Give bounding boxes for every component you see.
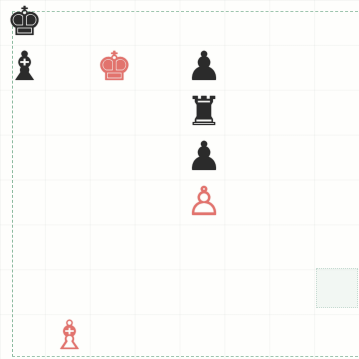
dark-pawn-icon[interactable]: ♟ bbox=[186, 45, 222, 90]
square-e7[interactable]: ♟ bbox=[182, 45, 227, 90]
square-e5[interactable]: ♟ bbox=[182, 135, 227, 180]
square-a7[interactable]: ♝ bbox=[2, 45, 47, 90]
square-e6[interactable]: ♜ bbox=[182, 90, 227, 135]
dark-pawn-icon[interactable]: ♟ bbox=[186, 135, 222, 180]
red-king-icon[interactable]: ♚ bbox=[96, 45, 132, 90]
square-a8[interactable]: ♚ bbox=[2, 0, 47, 45]
red-bishop-icon[interactable]: ♗ bbox=[51, 314, 87, 359]
dark-bishop-icon[interactable]: ♝ bbox=[7, 45, 43, 90]
red-pawn-icon[interactable]: ♙ bbox=[186, 180, 222, 225]
board-smudge bbox=[316, 268, 358, 308]
dark-king-icon[interactable]: ♚ bbox=[7, 0, 43, 45]
square-e4[interactable]: ♙ bbox=[182, 180, 227, 225]
dark-rook-icon[interactable]: ♜ bbox=[186, 90, 222, 135]
square-b1[interactable]: ♗ bbox=[47, 314, 92, 359]
square-c7[interactable]: ♚ bbox=[92, 45, 137, 90]
